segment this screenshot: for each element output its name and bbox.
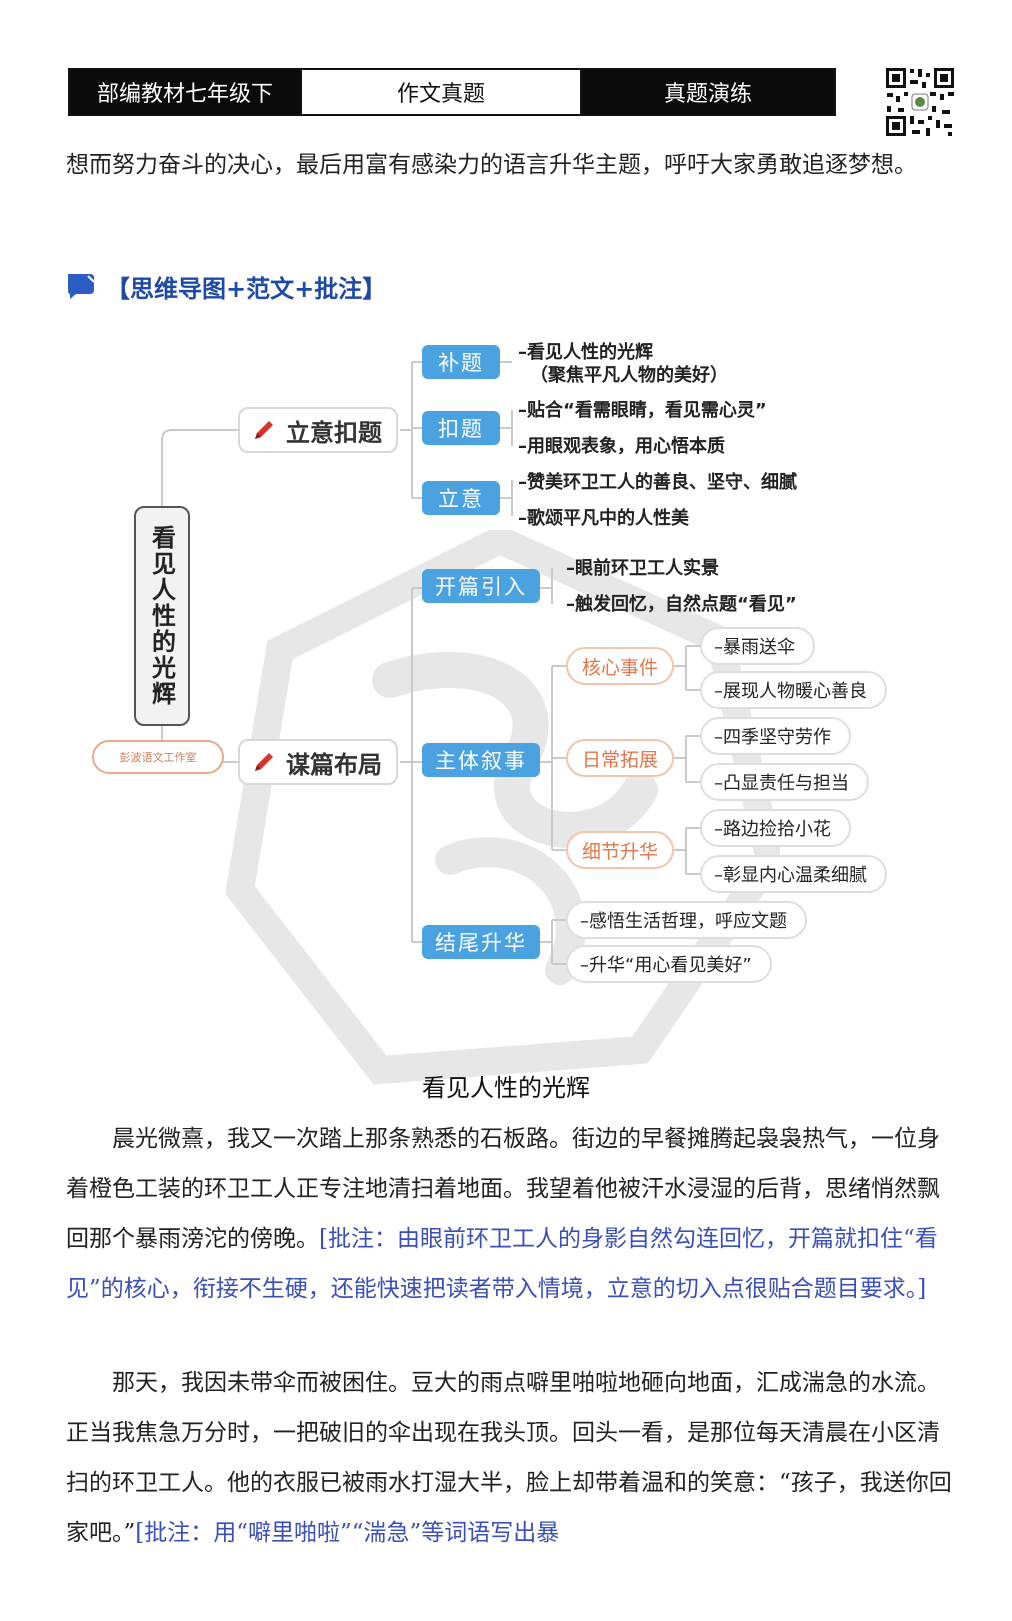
essay-title: 看见人性的光辉 <box>422 1074 590 1102</box>
paragraph-text: 晨光微熹，我又一次踏上那条熟悉的石板路。街边的早餐摊腾起袅袅热气，一位身着橙色工… <box>66 1126 940 1252</box>
header-practice: 真题演练 <box>582 70 834 114</box>
leaf: –升华“用心看见美好” <box>566 945 772 983</box>
header-category: 作文真题 <box>300 70 582 114</box>
leaf: –路边捡拾小花 <box>700 809 851 847</box>
mindmap-root: 看见人性的光辉 <box>134 506 190 726</box>
studio-label: 彭波语文工作室 <box>92 740 224 774</box>
leaf: –四季坚守劳作 <box>700 717 851 755</box>
leaf: –触发回忆，自然点题“看见” <box>566 594 797 615</box>
mind-map: 看见人性的光辉 彭波语文工作室 立意扣题 谋篇布局 补题 –看见人性的光辉 （聚… <box>0 330 1012 1090</box>
qr-code-icon <box>884 66 956 138</box>
leaf: （聚焦平凡人物的美好） <box>530 365 728 386</box>
node-main-narrative: 主体叙事 <box>422 743 540 777</box>
header-grade: 部编教材七年级下 <box>70 70 300 114</box>
pencil-icon <box>255 753 273 771</box>
node-core-event: 核心事件 <box>566 647 674 685</box>
node-buti: 补题 <box>422 345 500 379</box>
paragraph-text: 那天，我因未带伞而被困住。豆大的雨点噼里啪啦地砸向地面，汇成湍急的水流。正当我焦… <box>66 1370 952 1546</box>
leaf: –赞美环卫工人的善良、坚守、细腻 <box>518 472 797 493</box>
leaf: –暴雨送伞 <box>700 627 815 665</box>
node-daily: 日常拓展 <box>566 739 674 777</box>
node-ending: 结尾升华 <box>422 925 540 959</box>
node-opening: 开篇引入 <box>422 569 540 603</box>
chat-bubble-icon <box>68 274 95 299</box>
annotation: [批注：用“噼里啪啦”“湍急”等词语写出暴 <box>135 1520 560 1546</box>
node-detail: 细节升华 <box>566 831 674 869</box>
section-heading: 【思维导图+范文+批注】 <box>66 266 386 306</box>
branch-theme-label: 立意扣题 <box>286 418 382 447</box>
leaf: –凸显责任与担当 <box>700 763 869 801</box>
section-title: 【思维导图+范文+批注】 <box>106 274 387 303</box>
leaf: –用眼观表象，用心悟本质 <box>518 436 725 457</box>
branch-theme: 立意扣题 <box>238 407 398 453</box>
branch-structure-label: 谋篇布局 <box>286 750 382 779</box>
essay-paragraph: 那天，我因未带伞而被困住。豆大的雨点噼里啪啦地砸向地面，汇成湍急的水流。正当我焦… <box>66 1358 961 1558</box>
node-liyi: 立意 <box>422 481 500 515</box>
leaf: –彰显内心温柔细腻 <box>700 855 887 893</box>
intro-paragraph: 想而努力奋斗的决心，最后用富有感染力的语言升华主题，呼吁大家勇敢追逐梦想。 <box>66 152 917 178</box>
pencil-icon <box>255 421 273 439</box>
node-kouti: 扣题 <box>422 411 500 445</box>
leaf: –展现人物暖心善良 <box>700 671 887 709</box>
leaf: –感悟生活哲理，呼应文题 <box>566 901 807 939</box>
header-bar: 部编教材七年级下 作文真题 真题演练 <box>68 68 836 116</box>
branch-structure: 谋篇布局 <box>238 739 398 785</box>
leaf: –眼前环卫工人实景 <box>566 558 719 579</box>
annotation: [批注：由眼前环卫工人的身影自然勾连回忆，开篇就扣住“看见”的核心，衔接不生硬，… <box>66 1226 938 1302</box>
leaf: –看见人性的光辉 <box>518 342 653 363</box>
leaf: –贴合“看需眼睛，看见需心灵” <box>518 400 767 421</box>
leaf: –歌颂平凡中的人性美 <box>518 508 689 529</box>
essay-paragraph: 晨光微熹，我又一次踏上那条熟悉的石板路。街边的早餐摊腾起袅袅热气，一位身着橙色工… <box>66 1114 961 1314</box>
